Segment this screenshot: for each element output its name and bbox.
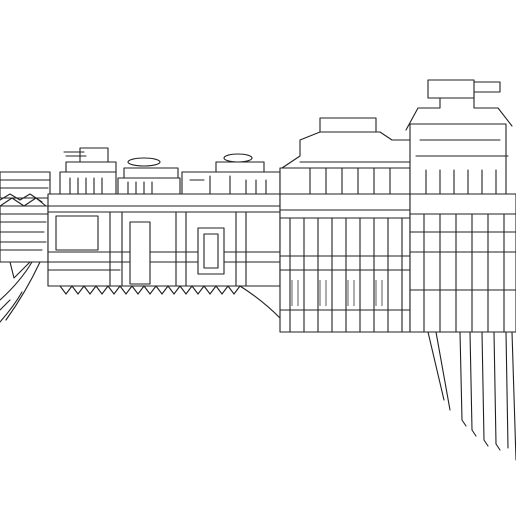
hull-mid xyxy=(279,117,411,333)
prow xyxy=(0,171,51,323)
forward-turrets xyxy=(59,147,281,195)
bridge-tower xyxy=(405,79,516,333)
keel xyxy=(427,331,516,461)
hull-forward xyxy=(47,193,281,319)
